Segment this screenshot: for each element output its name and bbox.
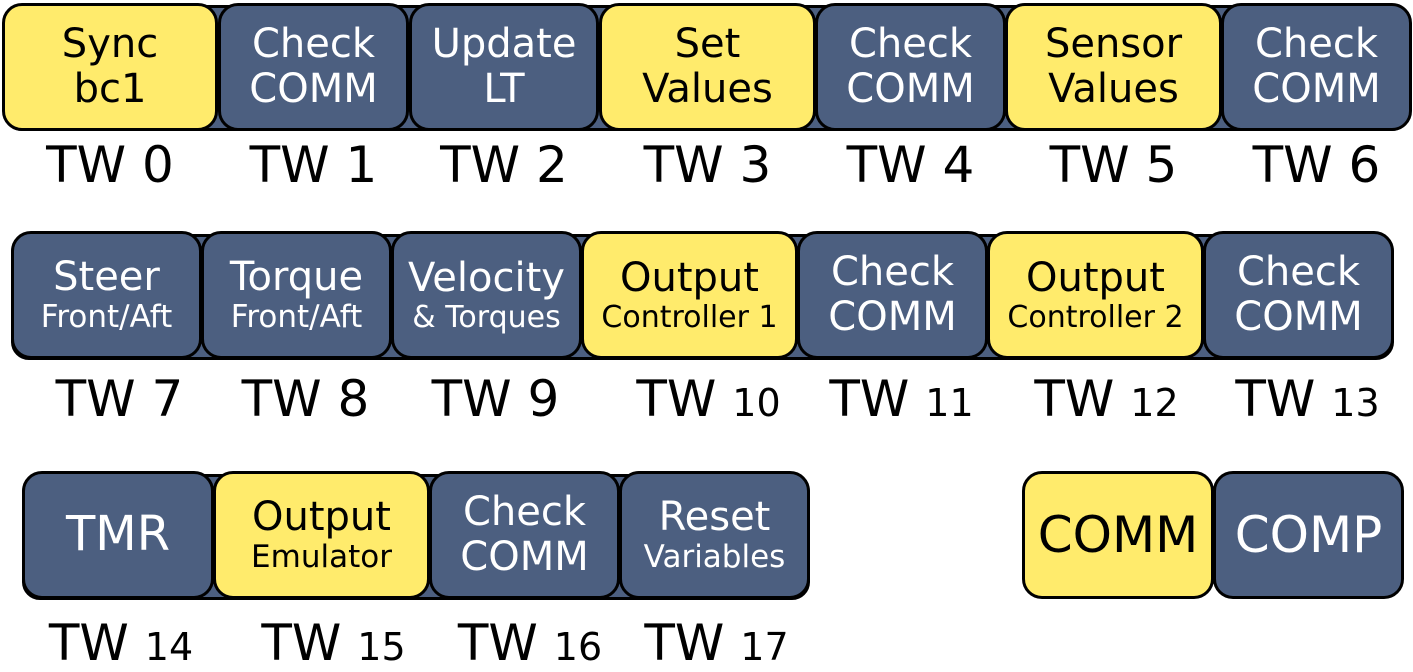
- tw16-label: TW 16: [457, 614, 603, 672]
- tw17-label: TW 17: [644, 614, 789, 672]
- tw0-label: TW 0: [46, 136, 174, 194]
- legend-comm: COMM: [1022, 471, 1214, 599]
- tw12-label: TW 12: [1034, 370, 1179, 428]
- tw10-box: Output Controller 1: [581, 231, 798, 359]
- tw10-line1: Output: [620, 254, 759, 301]
- tw11-label: TW 11: [829, 370, 974, 428]
- tw11-line2: COMM: [828, 294, 957, 340]
- tw2-box: Update LT: [409, 3, 599, 131]
- tw6-line2: COMM: [1252, 66, 1381, 112]
- tw6-box: Check COMM: [1221, 3, 1412, 131]
- tw13-line1: Check: [1236, 249, 1361, 296]
- tw6-line1: Check: [1254, 21, 1379, 68]
- tw12-line1: Output: [1026, 254, 1165, 301]
- tw1-label: TW 1: [249, 136, 378, 194]
- tw0-box: Sync bc1: [2, 3, 218, 131]
- tw9-line2: & Torques: [412, 299, 561, 335]
- tw6-label: TW 6: [1252, 136, 1381, 194]
- tw17-line1: Reset: [658, 494, 771, 541]
- tw3-box: Set Values: [599, 3, 816, 131]
- tw3-label: TW 3: [643, 136, 772, 194]
- tw1-box: Check COMM: [218, 3, 409, 131]
- tw17-box: Reset Variables: [619, 471, 810, 599]
- tw12-box: Output Controller 2: [987, 231, 1204, 359]
- tw7-line1: Steer: [53, 254, 160, 301]
- tw2-line2: LT: [483, 66, 525, 112]
- tw5-box: Sensor Values: [1005, 3, 1222, 131]
- tw4-label: TW 4: [846, 136, 975, 194]
- tw11-line1: Check: [830, 249, 955, 296]
- tw13-line2: COMM: [1234, 294, 1363, 340]
- tw4-line1: Check: [848, 21, 973, 68]
- tw8-box: Torque Front/Aft: [201, 231, 392, 359]
- tw15-line1: Output: [252, 494, 391, 541]
- tw3-line2: Values: [642, 66, 773, 112]
- tw0-line2: bc1: [73, 66, 147, 112]
- tw8-label: TW 8: [241, 370, 370, 428]
- legend-comp: COMP: [1213, 471, 1404, 599]
- tw0-line1: Sync: [61, 21, 159, 68]
- tw10-label: TW 10: [636, 370, 781, 428]
- tw11-box: Check COMM: [797, 231, 988, 359]
- tw5-line2: Values: [1048, 66, 1179, 112]
- tw16-box: Check COMM: [429, 471, 620, 599]
- tw15-box: Output Emulator: [213, 471, 430, 599]
- tw14-box: TMR: [22, 471, 214, 599]
- tw3-line1: Set: [674, 21, 741, 68]
- tw5-line1: Sensor: [1044, 21, 1183, 68]
- tw4-box: Check COMM: [815, 3, 1006, 131]
- tw16-line1: Check: [462, 489, 587, 536]
- tw7-box: Steer Front/Aft: [11, 231, 202, 359]
- tw4-line2: COMM: [846, 66, 975, 112]
- tw2-line1: Update: [431, 21, 577, 68]
- tw9-box: Velocity & Torques: [391, 231, 582, 359]
- tw7-label: TW 7: [55, 370, 184, 428]
- tw17-line2: Variables: [643, 539, 786, 576]
- tw9-label: TW 9: [431, 370, 560, 428]
- tw8-line1: Torque: [229, 254, 364, 301]
- tw10-line2: Controller 1: [601, 299, 778, 335]
- tw9-line1: Velocity: [408, 254, 565, 301]
- tw15-label: TW 15: [261, 614, 406, 672]
- legend-comp-label: COMP: [1234, 506, 1383, 564]
- tw15-line2: Emulator: [251, 539, 392, 576]
- tw5-label: TW 5: [1049, 136, 1178, 194]
- tw7-line2: Front/Aft: [40, 299, 173, 336]
- tw2-label: TW 2: [440, 136, 568, 194]
- tw14-line1: TMR: [65, 506, 171, 563]
- tw14-label: TW 14: [48, 614, 194, 672]
- tw8-line2: Front/Aft: [230, 299, 363, 336]
- tw13-label: TW 13: [1235, 370, 1380, 428]
- tw13-box: Check COMM: [1203, 231, 1394, 359]
- tw1-line1: Check: [251, 21, 376, 68]
- tw12-line2: Controller 2: [1007, 299, 1184, 335]
- tw1-line2: COMM: [249, 66, 378, 112]
- tw16-line2: COMM: [460, 534, 589, 580]
- legend-comm-label: COMM: [1037, 506, 1199, 564]
